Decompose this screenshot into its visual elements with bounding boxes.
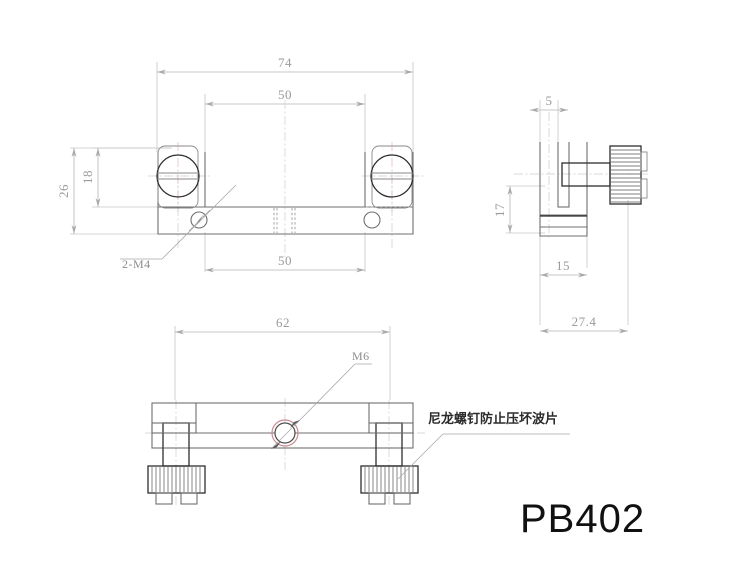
leader-2-m4-label: 2-M4 xyxy=(122,257,151,271)
dimension-50-bottom: 50 xyxy=(205,253,365,273)
dimension-17: 17 xyxy=(492,186,513,233)
leader-nylon-screw: 尼龙螺钉防止压坏波片 xyxy=(397,411,570,480)
part-number-label: PB402 xyxy=(520,497,645,541)
dimension-5: 5 xyxy=(530,93,568,113)
front-view: 74 50 26 18 50 xyxy=(56,55,426,273)
screw-head-left xyxy=(156,145,200,209)
side-view-center-lines xyxy=(514,112,648,240)
knurled-screw-right xyxy=(360,422,419,505)
leader-nylon-screw-label: 尼龙螺钉防止压坏波片 xyxy=(428,411,558,427)
dimension-26: 26 xyxy=(56,148,77,234)
dimension-15-label: 15 xyxy=(556,258,570,273)
dimension-62-label: 62 xyxy=(276,315,290,330)
dimension-50-top-label: 50 xyxy=(278,87,292,102)
knurled-screw-left xyxy=(147,422,206,505)
screw-head-right xyxy=(370,145,414,209)
side-view-body-outline xyxy=(539,142,588,237)
leader-m6-label: M6 xyxy=(352,349,370,363)
dimension-5-label: 5 xyxy=(546,93,553,108)
leader-m6: M6 xyxy=(271,349,372,449)
dimension-74: 74 xyxy=(157,55,413,75)
front-view-extension-lines xyxy=(70,62,414,272)
dimension-62: 62 xyxy=(175,315,390,335)
knurl-lines-side xyxy=(611,149,640,203)
bottom-view-center-lines xyxy=(145,398,425,505)
mounting-hole-right xyxy=(363,211,381,229)
dimension-18-label: 18 xyxy=(80,170,95,184)
dimension-50-bottom-label: 50 xyxy=(278,253,292,268)
dimension-27-4-label: 27.4 xyxy=(572,314,597,329)
side-view-extension-lines xyxy=(506,100,629,325)
knurled-knob-side xyxy=(609,145,648,205)
knurl-lines-left xyxy=(151,467,201,492)
bottom-view: 62 xyxy=(145,315,570,505)
dimension-27-4: 27.4 xyxy=(540,314,628,334)
knurl-lines-right xyxy=(364,467,414,492)
side-view: 5 17 15 27.4 xyxy=(492,93,648,334)
leader-2-m4: 2-M4 xyxy=(120,184,237,271)
dimension-74-label: 74 xyxy=(278,55,292,70)
bottom-view-extension-lines xyxy=(174,326,391,400)
dimension-18: 18 xyxy=(80,148,101,207)
dimension-17-label: 17 xyxy=(492,203,507,217)
dimension-15: 15 xyxy=(540,258,587,278)
dimension-26-label: 26 xyxy=(56,184,71,198)
front-view-center-lines xyxy=(148,100,426,258)
mounting-hole-left xyxy=(190,211,208,229)
front-view-hidden-lines xyxy=(273,206,412,233)
